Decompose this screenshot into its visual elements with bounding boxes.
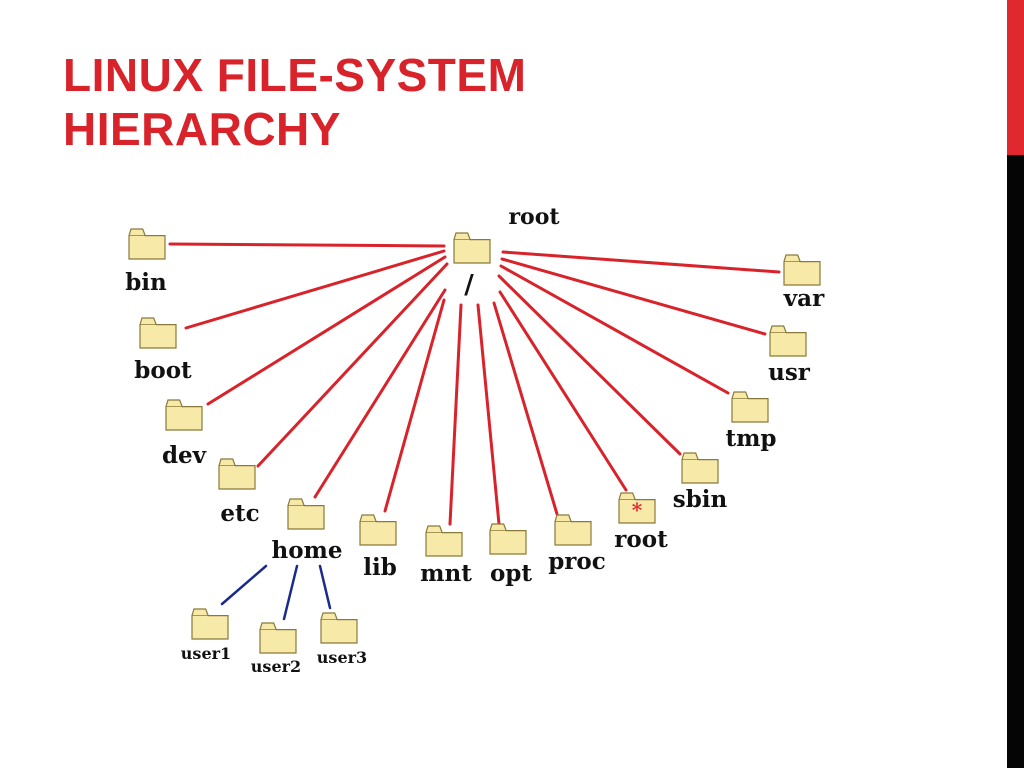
folder-label-usr: usr (768, 359, 811, 386)
root-caption: root (508, 204, 560, 230)
link-root-to-mnt (448, 303, 463, 526)
folder-icon-user2 (259, 622, 297, 654)
link-root-to-var (501, 250, 781, 274)
link-root-to-etc (256, 262, 449, 468)
link-root-to-root-home (498, 290, 628, 492)
folder-icon-mnt (425, 525, 463, 557)
title-line-2: HIERARCHY (63, 103, 341, 155)
folder-label-root-home: root (614, 526, 668, 553)
folder-label-home: home (271, 537, 342, 564)
folder-icon-etc (218, 458, 256, 490)
accent-bar-red (1007, 0, 1024, 155)
link-root-to-dev (206, 255, 447, 406)
folder-icon-var (783, 254, 821, 286)
folder-icon-home (287, 498, 325, 530)
folder-label-var: var (783, 285, 825, 312)
folder-icon-user3 (320, 612, 358, 644)
link-root-to-proc (492, 301, 559, 516)
folder-icon-lib (359, 514, 397, 546)
link-root-to-tmp (499, 264, 730, 395)
slide-title: LINUX FILE-SYSTEM HIERARCHY (63, 48, 963, 156)
link-home-to-user2 (282, 564, 299, 621)
root-folder-icon (453, 232, 491, 264)
folder-icon-bin (128, 228, 166, 260)
accent-bar-black (1007, 155, 1024, 768)
marker-root-home: * (632, 498, 643, 522)
link-root-to-usr (500, 257, 767, 336)
folder-icon-tmp (731, 391, 769, 423)
folder-label-user1: user1 (181, 644, 231, 663)
folder-label-tmp: tmp (725, 425, 776, 452)
folder-icon-user1 (191, 608, 229, 640)
folder-label-dev: dev (162, 442, 207, 469)
link-root-to-bin (168, 242, 446, 248)
folder-label-boot: boot (134, 357, 192, 384)
folder-label-opt: opt (490, 560, 532, 587)
link-root-to-home (313, 288, 447, 499)
folder-label-bin: bin (125, 269, 167, 296)
folder-label-sbin: sbin (673, 486, 728, 513)
link-root-to-sbin (497, 274, 682, 456)
title-line-1: LINUX FILE-SYSTEM (63, 49, 527, 101)
folder-icon-usr (769, 325, 807, 357)
link-home-to-user3 (318, 564, 332, 610)
folder-icon-sbin (681, 452, 719, 484)
folder-icon-opt (489, 523, 527, 555)
folder-label-etc: etc (220, 500, 259, 527)
link-root-to-lib (383, 298, 446, 513)
root-label: / (464, 270, 474, 300)
folder-label-user3: user3 (317, 648, 367, 667)
folder-label-proc: proc (548, 548, 606, 575)
folder-icon-dev (165, 399, 203, 431)
link-home-to-user1 (220, 564, 268, 606)
folder-icon-root-home (618, 492, 656, 524)
link-root-to-boot (184, 249, 446, 330)
folder-icon-boot (139, 317, 177, 349)
link-root-to-opt (476, 303, 501, 526)
folder-label-mnt: mnt (420, 560, 472, 587)
folder-label-user2: user2 (251, 657, 301, 676)
folder-icon-proc (554, 514, 592, 546)
folder-label-lib: lib (363, 554, 397, 581)
